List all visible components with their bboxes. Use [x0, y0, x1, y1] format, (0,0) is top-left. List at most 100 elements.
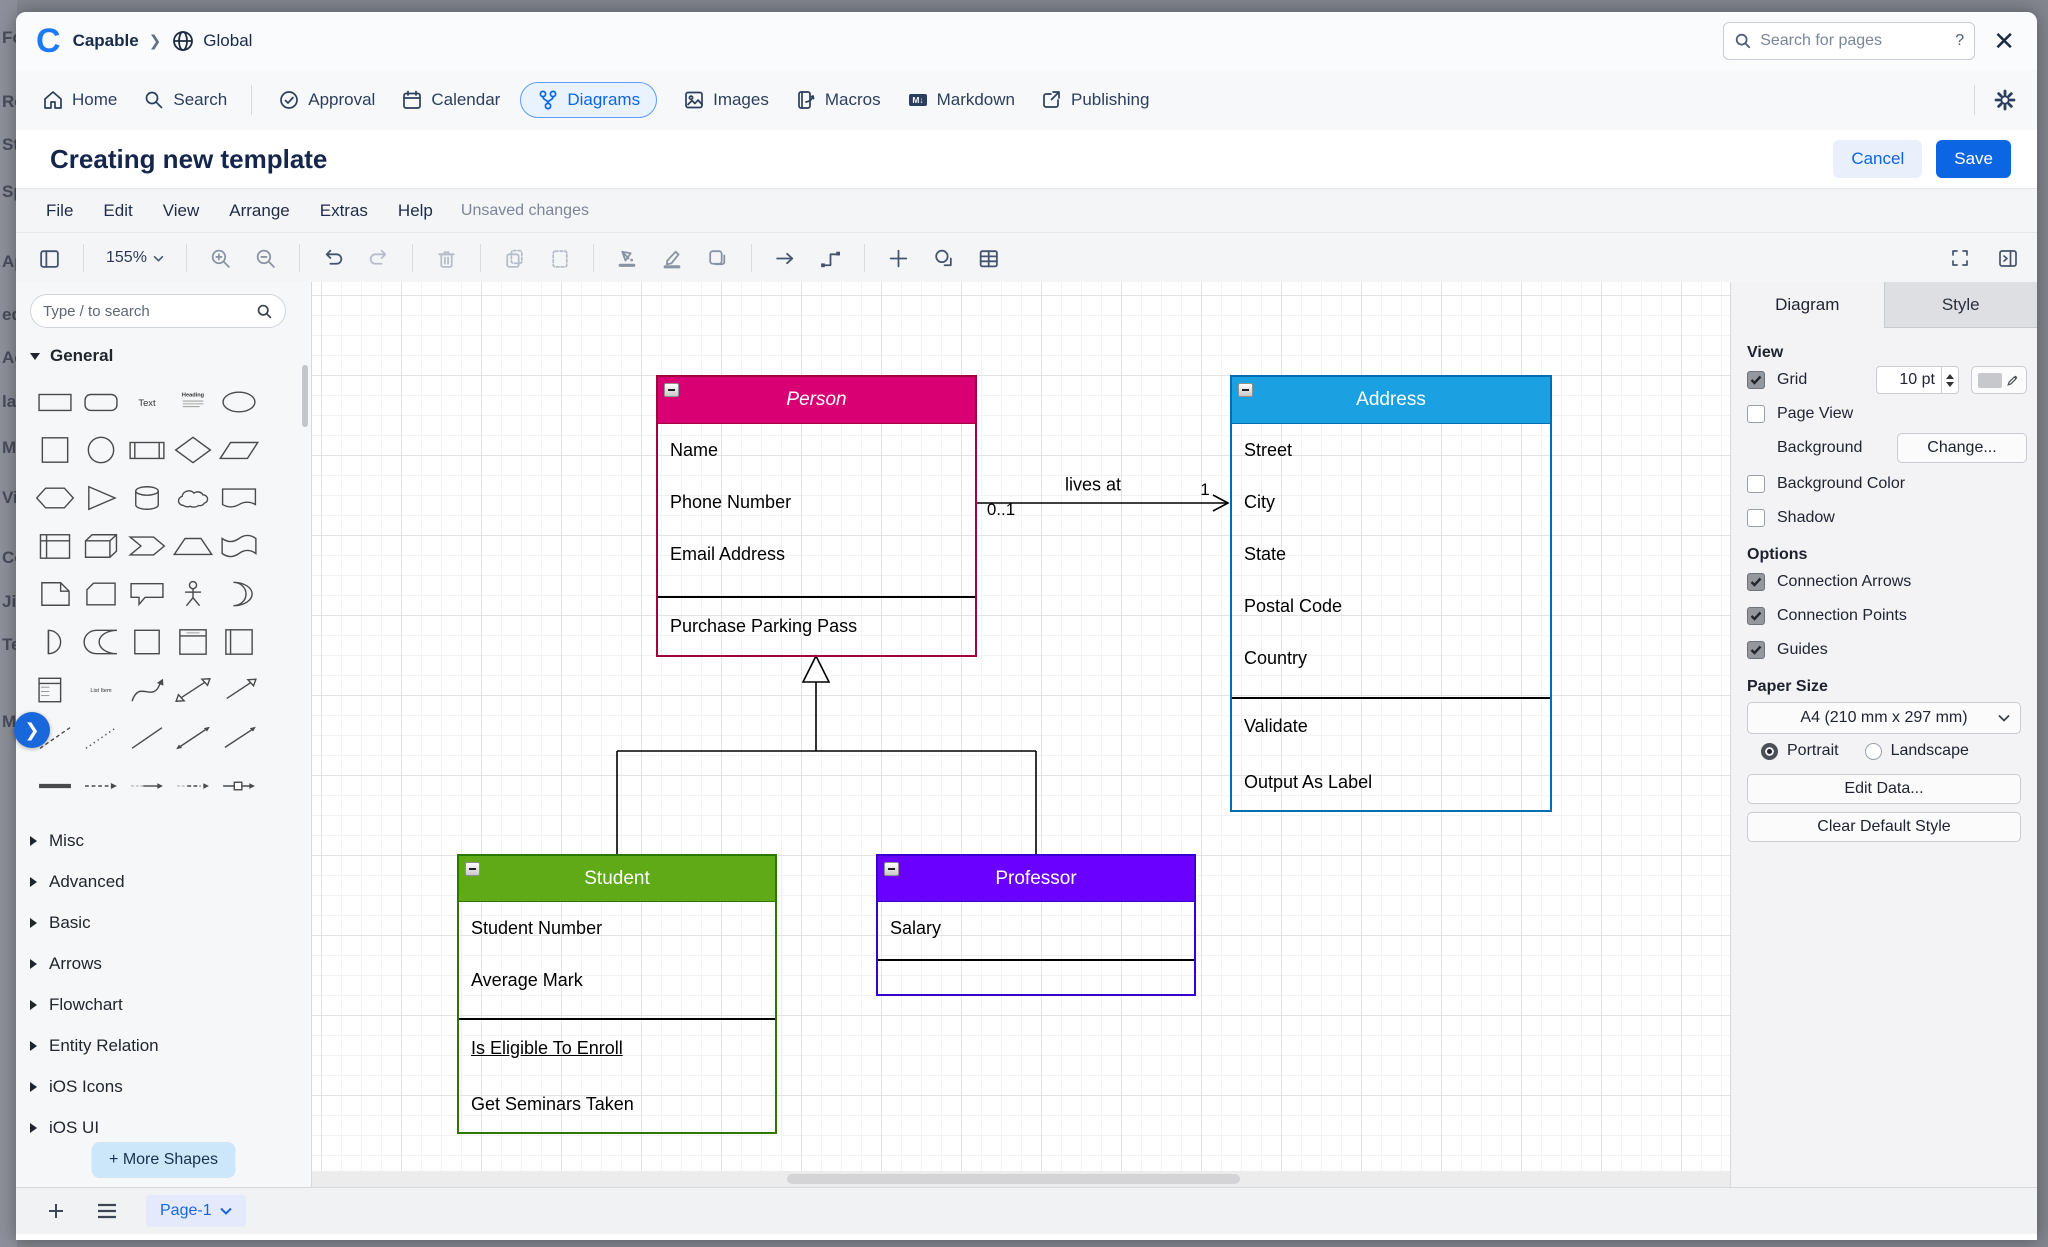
shape-directional-connector[interactable] — [216, 714, 262, 762]
shape-connector-with-symbol[interactable] — [216, 762, 262, 810]
nav-item-markdown[interactable]: M↓Markdown — [907, 89, 1015, 111]
clear-default-style-button[interactable]: Clear Default Style — [1747, 812, 2021, 842]
class-attribute[interactable]: City — [1244, 491, 1275, 512]
shape-dotted-line[interactable] — [78, 714, 124, 762]
shape-side-container[interactable] — [216, 618, 262, 666]
checkbox[interactable] — [1747, 641, 1765, 659]
shape-heading[interactable]: Heading — [170, 378, 216, 426]
shape-text[interactable]: Text — [124, 378, 170, 426]
breadcrumb-space[interactable]: Global — [203, 31, 253, 50]
shape-internal-storage[interactable] — [32, 522, 78, 570]
class-attribute[interactable]: Street — [1244, 439, 1293, 460]
shape-circle[interactable] — [78, 426, 124, 474]
edit-data-button[interactable]: Edit Data... — [1747, 774, 2021, 804]
shape-hexagon[interactable] — [32, 474, 78, 522]
copy-icon[interactable] — [503, 247, 526, 270]
nav-item-home[interactable]: Home — [42, 89, 117, 111]
class-attribute[interactable]: Average Mark — [471, 969, 583, 990]
close-icon[interactable]: ✕ — [1993, 25, 2015, 56]
shape-plain-edge[interactable] — [124, 762, 170, 810]
zoom-in-icon[interactable] — [209, 247, 232, 270]
shape-section-misc[interactable]: Misc — [30, 820, 290, 861]
settings-gear-icon[interactable] — [1993, 88, 2017, 112]
expand-sidebar-button[interactable]: ❯ — [14, 712, 50, 748]
nav-item-images[interactable]: Images — [683, 89, 769, 111]
shape-link[interactable] — [32, 762, 78, 810]
sidebar-scrollbar[interactable] — [302, 365, 308, 427]
fill-color-icon[interactable] — [616, 247, 639, 270]
collapse-icon[interactable] — [884, 862, 899, 876]
collapse-icon[interactable] — [465, 862, 480, 876]
shape-card[interactable] — [78, 570, 124, 618]
class-attribute[interactable]: Phone Number — [670, 491, 792, 512]
insert-icon[interactable] — [887, 247, 910, 270]
shape-dashed-edge[interactable] — [78, 762, 124, 810]
nav-item-search[interactable]: Search — [143, 89, 227, 111]
redo-icon[interactable] — [367, 247, 390, 270]
class-method[interactable]: Validate — [1244, 716, 1308, 736]
save-button[interactable]: Save — [1936, 140, 2011, 178]
shape-note[interactable] — [32, 570, 78, 618]
class-method[interactable]: Is Eligible To Enroll — [471, 1037, 623, 1058]
menu-file[interactable]: File — [46, 201, 74, 220]
class-attribute[interactable]: State — [1244, 543, 1287, 564]
class-attribute[interactable]: Name — [670, 439, 719, 460]
more-shapes-button[interactable]: + More Shapes — [91, 1142, 236, 1178]
canvas-hscrollbar[interactable] — [312, 1171, 1730, 1187]
zoom-level-dropdown[interactable]: 155% — [106, 249, 164, 267]
class-method[interactable]: Output As Label — [1244, 771, 1373, 792]
shape-section-flowchart[interactable]: Flowchart — [30, 984, 290, 1025]
page-tab[interactable]: Page-1 — [146, 1195, 246, 1227]
shape-data-storage[interactable] — [78, 618, 124, 666]
shadow-icon[interactable] — [706, 247, 729, 270]
shape-tape[interactable] — [216, 522, 262, 570]
shape-section-ios-ui[interactable]: iOS UI — [30, 1107, 290, 1148]
checkbox[interactable] — [1747, 405, 1765, 423]
menu-help[interactable]: Help — [397, 201, 433, 220]
nav-item-publishing[interactable]: Publishing — [1041, 89, 1149, 111]
shape-document[interactable] — [216, 474, 262, 522]
fullscreen-icon[interactable] — [1949, 247, 1971, 269]
nav-item-macros[interactable]: Macros — [795, 89, 881, 111]
shape-vertical-container[interactable] — [170, 618, 216, 666]
background-change-button[interactable]: Change... — [1897, 433, 2027, 463]
source-multiplicity[interactable]: 0..1 — [986, 500, 1016, 519]
insert-shape-icon[interactable] — [932, 247, 955, 270]
shape-callout[interactable] — [124, 570, 170, 618]
shape-container[interactable] — [124, 618, 170, 666]
nav-item-diagrams[interactable]: Diagrams — [520, 82, 658, 118]
insert-table-icon[interactable] — [977, 247, 1000, 270]
shape-section-entity-relation[interactable]: Entity Relation — [30, 1025, 290, 1066]
class-method[interactable] — [878, 961, 1194, 994]
shape-list-item[interactable]: List Item — [78, 666, 124, 714]
class-method[interactable]: Get Seminars Taken — [471, 1093, 634, 1114]
shape-triangle[interactable] — [78, 474, 124, 522]
shape-process[interactable] — [124, 426, 170, 474]
menu-extras[interactable]: Extras — [319, 201, 368, 220]
checkbox[interactable] — [1747, 475, 1765, 493]
line-color-icon[interactable] — [661, 247, 684, 270]
cancel-button[interactable]: Cancel — [1833, 140, 1923, 178]
shape-actor[interactable] — [170, 570, 216, 618]
shape-cloud[interactable] — [170, 474, 216, 522]
shape-bidirectional-connector[interactable] — [170, 714, 216, 762]
class-attribute[interactable]: Country — [1244, 647, 1308, 668]
checkbox[interactable] — [1747, 509, 1765, 527]
breadcrumb-app[interactable]: Capable — [72, 31, 139, 50]
shape-line[interactable] — [124, 714, 170, 762]
waypoints-icon[interactable] — [819, 247, 842, 270]
shape-cube[interactable] — [78, 522, 124, 570]
radio-portrait[interactable]: Portrait — [1761, 742, 1839, 760]
collapse-icon[interactable] — [664, 383, 679, 397]
shape-list[interactable] — [32, 666, 78, 714]
grid-size-stepper[interactable] — [1942, 366, 1959, 394]
shape-search-input[interactable]: Type / to search — [30, 294, 286, 328]
nav-item-calendar[interactable]: Calendar — [401, 89, 500, 111]
shape-or[interactable] — [216, 570, 262, 618]
shape-square[interactable] — [32, 426, 78, 474]
